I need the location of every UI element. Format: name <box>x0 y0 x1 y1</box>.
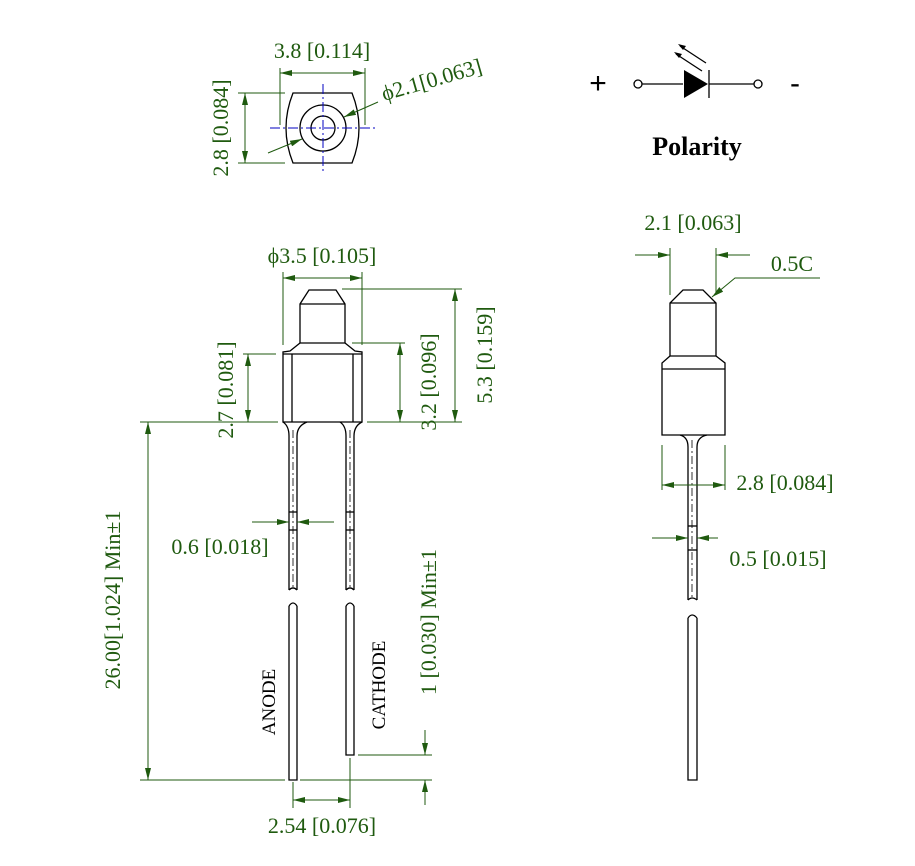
lead-thickness-dim: 0.5 [0.015] <box>729 546 826 571</box>
lead-offset-dim: 1 [0.030] Min±1 <box>416 549 441 695</box>
lens-dome <box>299 289 346 344</box>
diode-triangle-icon <box>684 70 708 98</box>
anode-lead-lower <box>288 606 298 781</box>
side-body-width-dim: 2.8 [0.084] <box>736 470 833 495</box>
lead-pitch-dim: 2.54 [0.076] <box>268 813 376 838</box>
body <box>282 342 363 423</box>
lead-width-dim: 0.6 [0.018] <box>171 534 268 559</box>
cathode-lead-upper <box>339 421 363 590</box>
body-height-dim: 3.2 [0.096] <box>416 333 441 430</box>
side-body <box>661 355 726 436</box>
anode-label: ANODE <box>259 669 280 736</box>
plus-sign: + <box>589 67 607 100</box>
side-lens <box>669 289 717 357</box>
cathode-lead-lower <box>345 606 355 756</box>
cathode-label: CATHODE <box>369 641 390 730</box>
front-diameter-dim: ϕ3.5 [0.105] <box>268 243 377 268</box>
total-height-dim: 5.3 [0.159] <box>472 306 497 403</box>
tip-width-dim: 2.1 [0.063] <box>644 210 741 235</box>
top-height-dim: 2.8 [0.084] <box>208 79 233 176</box>
front-view: ϕ3.5 [0.105] 5.3 [0.159] 3.2 [0.096] 2.7… <box>100 243 497 838</box>
side-lead <box>687 597 698 781</box>
polarity-title: Polarity <box>652 132 742 161</box>
lens-outline <box>285 92 360 164</box>
side-view: 2.1 [0.063] 0.5C 2.8 [0.084] 0.5 [0.015] <box>635 210 834 781</box>
polarity-symbol: + - Polarity <box>589 44 800 161</box>
top-diameter-dim: ϕ2.1[0.063] <box>378 53 484 105</box>
minus-sign: - <box>790 67 800 100</box>
lead-length-dim: 26.00[1.024] Min±1 <box>100 511 125 690</box>
anode-lead-upper <box>282 421 308 590</box>
collar-height-dim: 2.7 [0.081] <box>213 341 238 438</box>
top-width-dim: 3.8 [0.114] <box>274 38 370 63</box>
chamfer-dim: 0.5C <box>771 251 813 276</box>
top-view: 3.8 [0.114] 2.8 [0.084] ϕ2.1[0.063] <box>208 38 485 177</box>
